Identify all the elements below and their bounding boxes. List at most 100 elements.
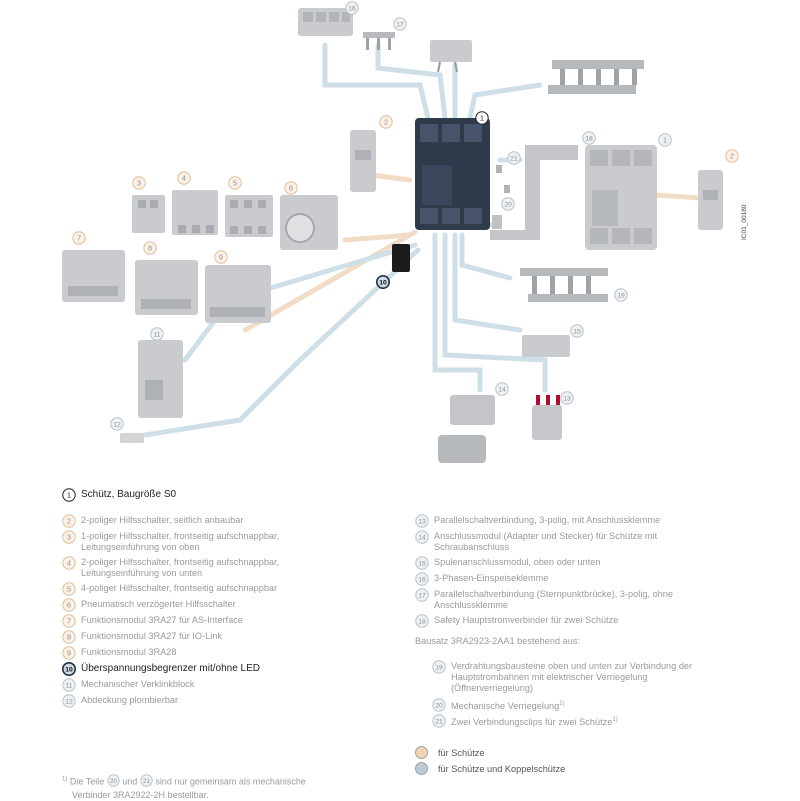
part-13-parallel-link — [532, 395, 562, 440]
legend-item-text: Parallelschaltverbindung (Sternpunktbrüc… — [434, 589, 674, 610]
legend-item: 2 2-poliger Hilfsschalter, seitlich anbau… — [62, 514, 322, 528]
number-badge: 5 — [62, 582, 76, 596]
kit-item-text: Verdrahtungsbausteine oben und unten zur… — [451, 661, 693, 693]
part-2-side-aux-left — [350, 130, 376, 192]
number-badge-text: 14 — [418, 535, 426, 542]
part-21-clips — [496, 165, 510, 193]
color-swatch — [415, 762, 428, 775]
legend-item-text: Spulenanschlussmodul, oben oder unten — [434, 557, 601, 567]
footnote-marker: 1) — [62, 776, 68, 783]
footnote-badge-20: 20 — [107, 774, 120, 790]
kit-heading-text: Bausatz 3RA2923-2AA1 bestehend aus: — [415, 636, 580, 646]
number-badge: 2 — [62, 514, 76, 528]
path-function-modules — [242, 229, 418, 333]
path-aux-side-left — [369, 172, 413, 183]
color-legend-item: für Schütze — [415, 746, 484, 759]
kit-heading: Bausatz 3RA2923-2AA1 bestehend aus: — [415, 636, 665, 647]
diagram-badge-5: 5 — [228, 176, 242, 190]
path-aux-front — [342, 232, 413, 243]
number-badge-text: 20 — [110, 778, 118, 785]
number-badge-text: 1 — [67, 491, 71, 500]
number-badge-text: 8 — [148, 244, 152, 253]
footnote-line-2: Verbinder 3RA2922-2H bestellbar. — [72, 790, 209, 800]
number-badge-text: 15 — [418, 561, 426, 568]
number-badge: 12 — [62, 694, 76, 708]
number-badge-text: 17 — [418, 593, 426, 600]
number-badge-text: 14 — [498, 387, 506, 394]
diagram-badge-11: 11 — [150, 327, 164, 341]
number-badge-text: 16 — [418, 577, 426, 584]
exploded-accessory-diagram: IC01_00180 12345678910111213141516171819… — [62, 1, 748, 463]
number-badge-text: 8 — [67, 633, 71, 642]
number-badge-text: 12 — [65, 699, 73, 706]
part-11-latch-block — [138, 340, 183, 418]
number-badge-text: 20 — [504, 202, 512, 209]
legend-item-text: 2-poliger Hilfsschalter, frontseitig auf… — [81, 557, 280, 578]
number-badge-text: 10 — [379, 280, 387, 287]
part-4-aux-2pole — [172, 190, 218, 235]
legend-item-text: Abdeckung plombierbar — [81, 695, 179, 705]
diagram-badge-10: 10 — [376, 275, 390, 289]
legend-item-text: 2-poliger Hilfsschalter, seitlich anbaub… — [81, 515, 244, 525]
number-badge-text: 6 — [289, 184, 293, 193]
number-badge-text: 6 — [67, 601, 71, 610]
number-badge-text: 12 — [113, 422, 121, 429]
number-badge-text: 10 — [65, 667, 73, 674]
diagram-badge-21: 21 — [507, 151, 521, 165]
part-2-side-aux-right — [698, 170, 723, 230]
number-badge-text: 5 — [233, 179, 237, 188]
part-1-contactor-gray — [585, 145, 657, 250]
diagram-badge-4: 4 — [177, 171, 191, 185]
number-badge: 19 — [432, 660, 446, 674]
number-badge-text: 5 — [67, 585, 71, 594]
number-badge-text: 7 — [77, 234, 81, 243]
part-19-wiring-top — [548, 60, 644, 94]
footnote-badge-21: 21 — [140, 774, 153, 790]
number-badge: 16 — [415, 572, 429, 586]
part-17-star-bridge — [363, 32, 395, 50]
diagram-badge-2: 2 — [725, 149, 739, 163]
part-5-aux-4pole — [225, 195, 273, 237]
part-15-coil-module-top — [430, 40, 472, 73]
legend-item-text: Parallelschaltverbindung, 3-polig, mit A… — [434, 515, 661, 525]
path-aux-side-right — [652, 192, 703, 201]
drawing-code: IC01_00180 — [741, 204, 748, 240]
path-15-bot — [452, 232, 523, 333]
number-badge: 21 — [432, 714, 446, 728]
diagram-badge-1: 1 — [658, 133, 672, 147]
footnote-post: sind nur gemeinsam als mechanische — [155, 776, 306, 787]
footnote-ref: 1) — [612, 717, 618, 723]
blue-paths — [142, 42, 548, 438]
part-18-safety-connector — [490, 145, 578, 240]
number-badge-text: 3 — [67, 533, 71, 542]
number-badge-text: 3 — [137, 179, 141, 188]
color-legend-label: für Schütze — [438, 747, 485, 758]
number-badge: 4 — [62, 556, 76, 570]
legend-item-text: Überspannungsbegrenzer mit/ohne LED — [81, 663, 260, 674]
number-badge-text: 19 — [435, 665, 443, 672]
diagram-badge-16: 16 — [345, 1, 359, 15]
legend-item-text: 3-Phasen-Einspeiseklemme — [434, 573, 549, 583]
footnote: 1) Die Teile 20 und 21 sind nur gemeinsa… — [62, 774, 392, 801]
part-7-function-asi — [62, 250, 125, 302]
part-12-cover — [120, 433, 144, 443]
number-badge-text: 9 — [219, 253, 223, 262]
number-badge: 9 — [62, 646, 76, 660]
number-badge-text: 20 — [435, 703, 443, 710]
part-14-connection-module — [438, 395, 495, 463]
number-badge-text: 15 — [573, 329, 581, 336]
number-badge-text: 19 — [617, 293, 625, 300]
color-legend-label: für Schütze und Koppelschütze — [438, 763, 566, 774]
orange-paths — [242, 172, 703, 333]
